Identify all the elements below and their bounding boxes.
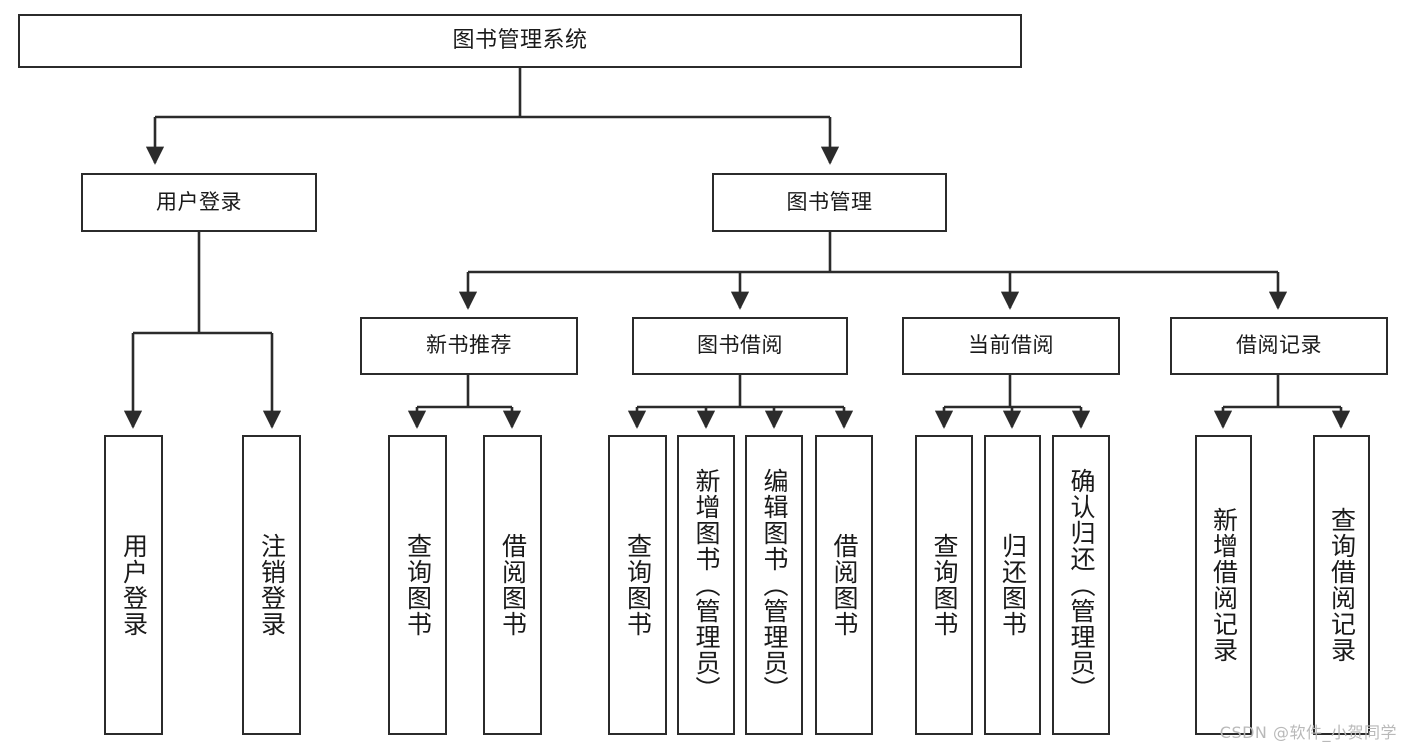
leaf-book-borrow-query-book[interactable]: 查询图书 — [608, 435, 667, 735]
leaf-borrow-record-query-record[interactable]: 查询借阅记录 — [1313, 435, 1370, 735]
leaf-current-borrow-confirm-return-admin[interactable]: 确认归还（管理员） — [1052, 435, 1110, 735]
node-book-management[interactable]: 图书管理 — [712, 173, 947, 232]
node-label: 用户登录 — [119, 533, 149, 637]
leaf-current-borrow-return-book[interactable]: 归还图书 — [984, 435, 1041, 735]
node-label: 编辑图书（管理员） — [760, 468, 789, 702]
csdn-watermark: CSDN @软件_小贺同学 — [1219, 723, 1397, 742]
node-label: 借阅图书 — [498, 533, 528, 637]
node-label: 查询图书 — [403, 533, 433, 637]
node-label: 注销登录 — [257, 533, 287, 637]
node-label: 图书管理 — [786, 189, 873, 214]
node-new-book-recommend[interactable]: 新书推荐 — [360, 317, 578, 375]
node-label: 当前借阅 — [968, 333, 1054, 358]
node-label: 查询借阅记录 — [1327, 507, 1357, 663]
leaf-new-book-borrow-book[interactable]: 借阅图书 — [483, 435, 542, 735]
node-root-book-management-system[interactable]: 图书管理系统 — [18, 14, 1022, 68]
node-label: 用户登录 — [156, 189, 242, 214]
node-user-login[interactable]: 用户登录 — [81, 173, 317, 232]
node-label: 新书推荐 — [426, 333, 512, 358]
leaf-current-borrow-query-book[interactable]: 查询图书 — [915, 435, 973, 735]
node-label: 借阅记录 — [1236, 333, 1322, 358]
node-label: 查询图书 — [623, 533, 653, 637]
node-borrow-record[interactable]: 借阅记录 — [1170, 317, 1388, 375]
leaf-book-borrow-edit-book-admin[interactable]: 编辑图书（管理员） — [745, 435, 803, 735]
leaf-borrow-record-add-record[interactable]: 新增借阅记录 — [1195, 435, 1252, 735]
node-label: 新增借阅记录 — [1209, 507, 1239, 663]
node-label: 图书借阅 — [697, 333, 783, 358]
node-book-borrow[interactable]: 图书借阅 — [632, 317, 848, 375]
leaf-user-login-logout[interactable]: 注销登录 — [242, 435, 301, 735]
leaf-user-login-login[interactable]: 用户登录 — [104, 435, 163, 735]
node-label: 借阅图书 — [830, 533, 859, 637]
leaf-new-book-query-book[interactable]: 查询图书 — [388, 435, 447, 735]
leaf-book-borrow-add-book-admin[interactable]: 新增图书（管理员） — [677, 435, 735, 735]
node-label: 归还图书 — [998, 533, 1028, 637]
node-label: 图书管理系统 — [452, 27, 588, 53]
node-current-borrow[interactable]: 当前借阅 — [902, 317, 1120, 375]
leaf-book-borrow-borrow-book[interactable]: 借阅图书 — [815, 435, 873, 735]
node-label: 查询图书 — [930, 533, 959, 637]
node-label: 确认归还（管理员） — [1067, 468, 1096, 702]
node-label: 新增图书（管理员） — [692, 468, 721, 702]
